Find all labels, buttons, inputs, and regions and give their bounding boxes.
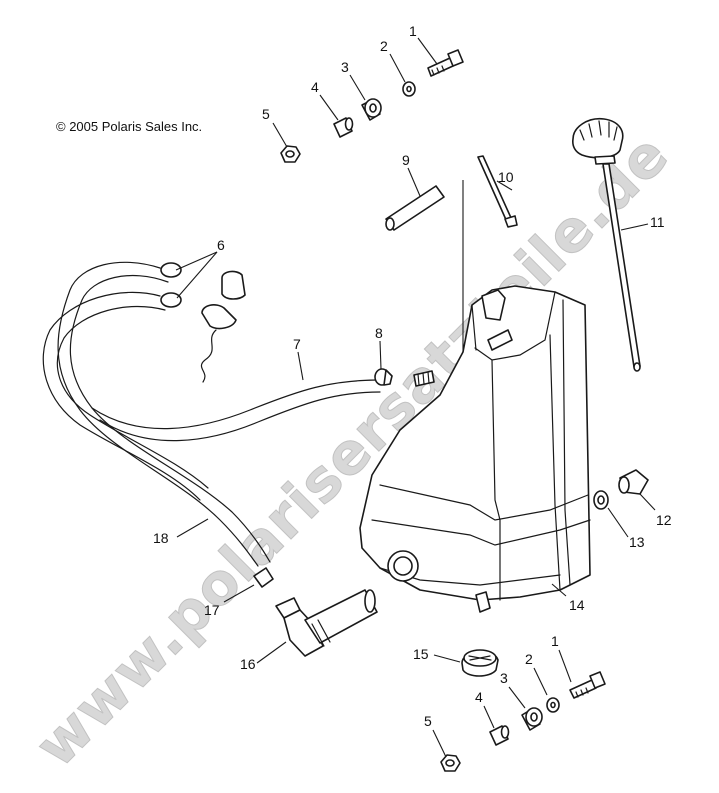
drain-plug <box>461 649 499 677</box>
grommet-top <box>361 98 382 121</box>
callout-4-bottom: 4 <box>475 689 483 705</box>
callout-2-top: 2 <box>380 38 388 54</box>
callout-17: 17 <box>204 602 220 618</box>
clamp-8 <box>374 368 393 386</box>
callout-18: 18 <box>153 530 169 546</box>
callout-3-bottom: 3 <box>500 670 508 686</box>
washer-13 <box>593 490 609 510</box>
washer-bottom <box>546 697 560 713</box>
nut-top <box>280 145 301 163</box>
bolt-bottom <box>569 671 606 699</box>
callout-12: 12 <box>656 512 672 528</box>
callout-9: 9 <box>402 152 410 168</box>
callout-8: 8 <box>375 325 383 341</box>
copyright-notice: © 2005 Polaris Sales Inc. <box>56 119 202 134</box>
hose-clamps <box>160 262 246 383</box>
callout-15: 15 <box>413 646 429 662</box>
callout-4-top: 4 <box>311 79 319 95</box>
hose-assembly <box>42 261 381 567</box>
cable-tie <box>477 155 518 228</box>
callout-2-bottom: 2 <box>525 651 533 667</box>
callout-5-top: 5 <box>262 106 270 122</box>
oil-tank <box>359 285 591 613</box>
leader-lines <box>175 37 656 758</box>
callout-6: 6 <box>217 237 225 253</box>
callout-10: 10 <box>498 169 514 185</box>
bolt-top <box>427 49 464 77</box>
washer-top <box>402 81 416 97</box>
fitting-12 <box>618 469 649 495</box>
sleeve-17 <box>253 567 274 588</box>
bushing-top <box>333 117 354 138</box>
callout-5-bottom: 5 <box>424 713 432 729</box>
grommet-bottom <box>521 707 543 731</box>
callout-11: 11 <box>650 214 665 230</box>
callout-1-bottom: 1 <box>551 633 559 649</box>
callout-1-top: 1 <box>409 23 417 39</box>
callout-3-top: 3 <box>341 59 349 75</box>
vent-hose <box>385 185 445 231</box>
dipstick <box>572 117 641 372</box>
elbow-fitting <box>275 589 378 657</box>
callout-16: 16 <box>240 656 256 672</box>
nut-bottom <box>440 754 461 772</box>
callout-13: 13 <box>629 534 645 550</box>
bushing-bottom <box>489 725 510 746</box>
callout-labels: 1 2 3 4 5 6 7 8 9 10 11 12 13 14 15 16 1… <box>153 23 672 729</box>
callout-7: 7 <box>293 336 301 352</box>
callout-14: 14 <box>569 597 585 613</box>
